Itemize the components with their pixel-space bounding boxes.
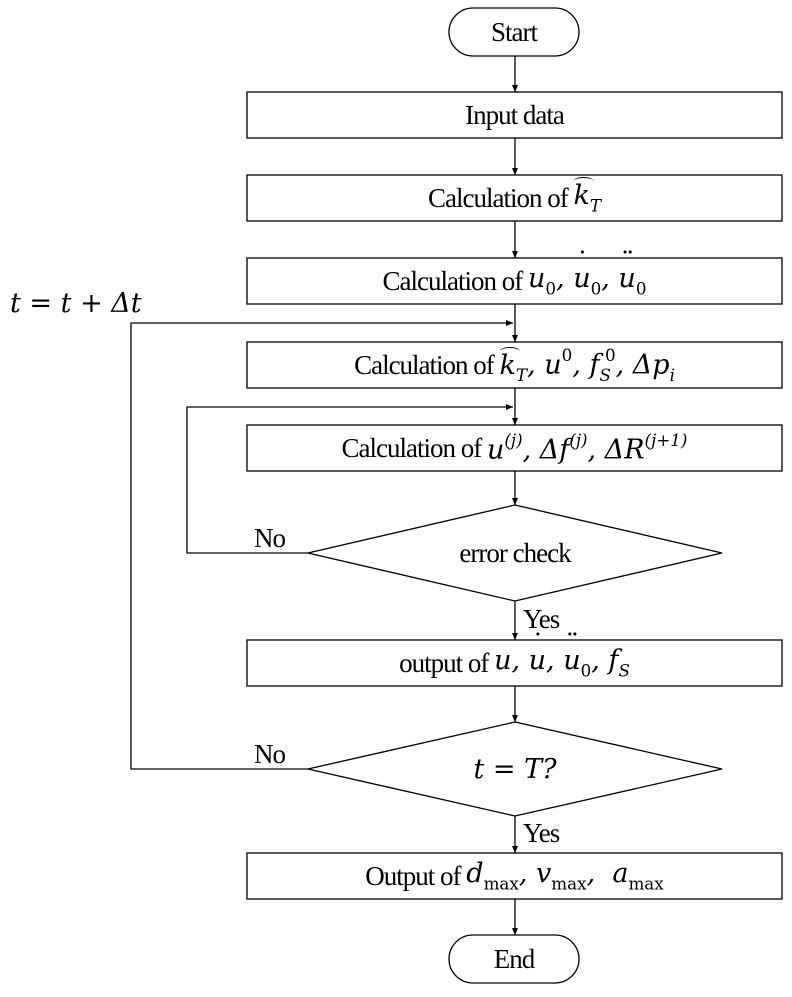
output-max-prefix: Output of [365,860,461,891]
calc-uj-formula: u(j), Δf(j), ΔR(j+1) [486,430,688,466]
output-max-formula: dmax, vmax, amax [466,858,664,894]
end-label: End [449,935,579,983]
end-text: End [493,943,535,974]
output-u-formula: u, u, u0, fS [494,629,630,681]
input-data-label: Input data [247,92,782,138]
start-terminal [448,7,580,57]
calc-k-label: Calculation of kT [247,175,782,221]
yes-label-time-decision: Yes [523,818,560,848]
yes-label-error-check: Yes [523,604,560,634]
calc-kt-prefix: Calculation of [354,349,495,380]
loop-time-no [130,320,513,770]
start-text: Start [491,16,538,47]
loop-error-check-no [186,404,513,554]
calc-kt-label: Calculation of kT, u0, fS0, Δpi [247,342,782,388]
error-check-text: error check [459,537,571,568]
calc-u0-formula: u0, u0, u0 [528,247,646,299]
time-decision-label: t = T? [430,746,600,792]
no-label-error-check: No [254,523,286,553]
output-u-label: output of u, u, u0, fS [247,629,782,686]
calc-uj-prefix: Calculation of [341,432,483,463]
calc-kt-formula: kT, u0, fS0, Δpi [499,344,675,386]
end-terminal [448,934,580,984]
input-data-text: Input data [465,99,565,130]
output-max-label: Output of dmax, vmax, amax [247,853,782,899]
calc-k-prefix: Calculation of [427,182,569,213]
no-label-time-decision: No [254,739,286,769]
time-step-label: t = t + Δt [10,288,142,319]
calc-k-formula: kT [573,177,601,216]
time-decision-text: t = T? [473,753,557,785]
calc-u0-label: Calculation of u0, u0, u0 [247,247,782,304]
start-label: Start [449,8,579,56]
output-u-prefix: output of [399,647,489,678]
calc-uj-label: Calculation of u(j), Δf(j), ΔR(j+1) [247,425,782,471]
calc-u0-prefix: Calculation of [382,265,524,296]
error-check-label: error check [410,530,620,576]
